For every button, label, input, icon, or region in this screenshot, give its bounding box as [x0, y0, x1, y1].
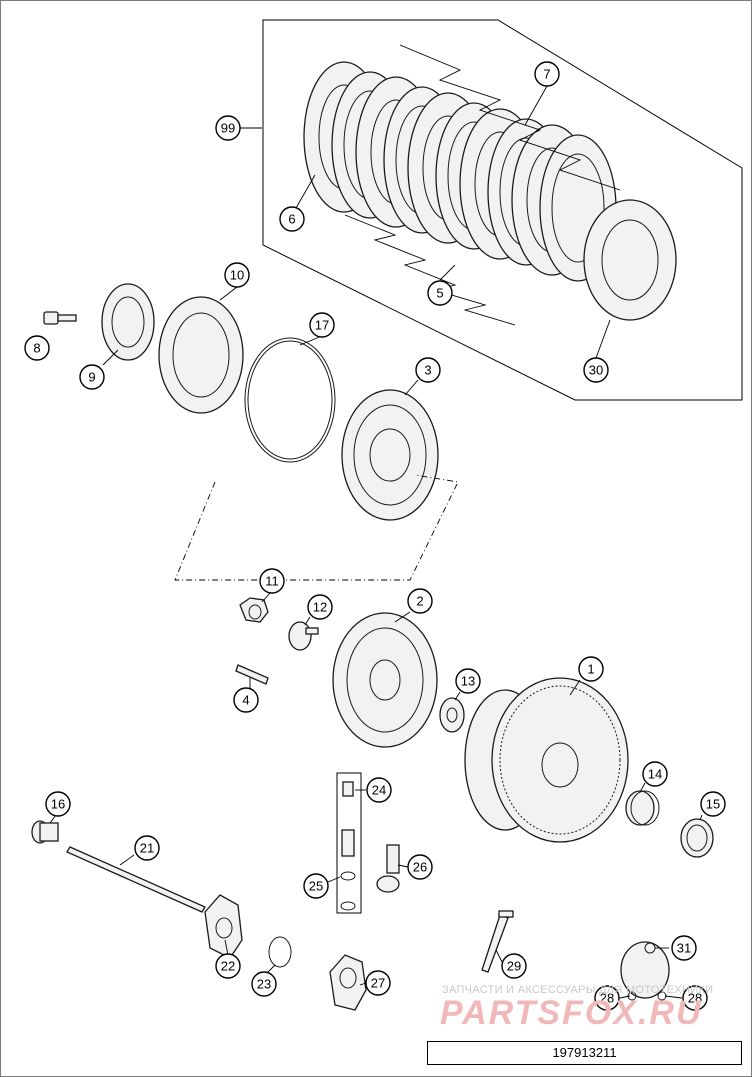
callout-label: 11 — [265, 574, 279, 589]
callout-label: 23 — [257, 977, 271, 992]
callout-label: 99 — [221, 121, 235, 136]
callout-30: 30 — [583, 357, 609, 383]
callout-label: 13 — [461, 674, 475, 689]
callout-12: 12 — [307, 594, 333, 620]
bushing — [680, 818, 714, 858]
plate-group-bracket-bottom — [344, 214, 516, 326]
callout-29: 29 — [501, 953, 527, 979]
callout-5: 5 — [427, 280, 453, 306]
gasket — [204, 894, 243, 959]
sensor-probe — [481, 910, 514, 973]
callout-label: 24 — [372, 783, 386, 798]
pin — [235, 664, 269, 685]
push-rod — [66, 846, 206, 913]
callout-label: 7 — [543, 67, 550, 82]
callout-label: 9 — [88, 370, 95, 385]
assembly-dashed-boundary — [174, 474, 459, 581]
callout-label: 10 — [230, 268, 244, 283]
callout-label: 16 — [51, 797, 65, 812]
bleeder-group-outline — [336, 772, 362, 914]
callout-label: 1 — [587, 662, 594, 677]
friction-plate-last — [583, 199, 677, 321]
callout-label: 17 — [315, 318, 329, 333]
clutch-plate-stack — [303, 61, 677, 321]
callout-label: 29 — [507, 959, 521, 974]
callout-15: 15 — [700, 791, 726, 817]
callout-label: 14 — [648, 767, 662, 782]
leader-lines — [49, 85, 703, 999]
callout-label: 31 — [677, 941, 691, 956]
needle-bearing — [625, 790, 660, 826]
callout-label: 12 — [313, 600, 327, 615]
callout-label: 6 — [288, 212, 295, 227]
thrust-bearing — [101, 283, 155, 361]
watermark-logo: PARTSFOX.RU — [440, 994, 703, 1032]
banjo-fitting — [376, 844, 400, 893]
pressure-plate — [341, 389, 439, 521]
callout-1: 1 — [578, 656, 604, 682]
callout-label: 15 — [706, 797, 720, 812]
callout-24: 24 — [366, 777, 392, 803]
callout-label: 21 — [140, 841, 154, 856]
callout-label: 3 — [424, 363, 431, 378]
plate-group-bracket-top — [399, 44, 621, 191]
callout-31: 31 — [671, 935, 697, 961]
callout-label: 28 — [600, 991, 614, 1006]
callout-7: 7 — [534, 61, 560, 87]
callout-16: 16 — [45, 791, 71, 817]
callout-28-left: 28 — [594, 985, 620, 1011]
callout-99: 99 — [215, 115, 241, 141]
clutch-basket — [464, 677, 629, 843]
callout-11: 11 — [259, 568, 285, 594]
cover-assembly — [620, 941, 670, 1001]
push-piston — [31, 820, 59, 844]
o-ring — [244, 337, 336, 463]
slave-cylinder — [329, 954, 367, 1011]
callout-label: 22 — [221, 959, 235, 974]
watermark-tagline: ЗАПЧАСТИ И АКСЕССУАРЫ ДЛЯ МОТОТЕХНИКИ — [442, 984, 714, 996]
callout-2: 2 — [407, 588, 433, 614]
callout-4: 4 — [233, 687, 259, 713]
bleeder-screw — [340, 781, 356, 911]
hub-washer — [439, 697, 465, 733]
small-o-ring — [268, 936, 292, 968]
callout-9: 9 — [79, 364, 105, 390]
callout-label: 26 — [413, 860, 427, 875]
hex-nut — [239, 597, 269, 623]
lock-washer — [288, 621, 319, 651]
callout-23: 23 — [251, 971, 277, 997]
callout-27: 27 — [365, 970, 391, 996]
callout-label: 28 — [688, 991, 702, 1006]
callout-label: 25 — [309, 879, 323, 894]
callout-label: 5 — [436, 286, 443, 301]
callout-21: 21 — [134, 835, 160, 861]
callout-label: 4 — [242, 693, 249, 708]
callout-14: 14 — [642, 761, 668, 787]
callout-6: 6 — [279, 206, 305, 232]
document-number: 197913211 — [427, 1041, 742, 1065]
bolt — [43, 311, 77, 325]
callout-8: 8 — [24, 335, 50, 361]
callout-26: 26 — [407, 854, 433, 880]
callout-label: 2 — [416, 594, 423, 609]
callout-3: 3 — [415, 357, 441, 383]
plate-pack-group-outline — [262, 19, 743, 401]
callout-10: 10 — [224, 262, 250, 288]
callout-13: 13 — [455, 668, 481, 694]
callout-17: 17 — [309, 312, 335, 338]
callout-label: 30 — [589, 363, 603, 378]
pressure-washer — [158, 296, 244, 414]
callout-25: 25 — [303, 873, 329, 899]
callout-label: 27 — [371, 976, 385, 991]
callout-28-right: 28 — [682, 985, 708, 1011]
callout-22: 22 — [215, 953, 241, 979]
inner-clutch-hub — [332, 612, 438, 748]
callout-label: 8 — [33, 341, 40, 356]
